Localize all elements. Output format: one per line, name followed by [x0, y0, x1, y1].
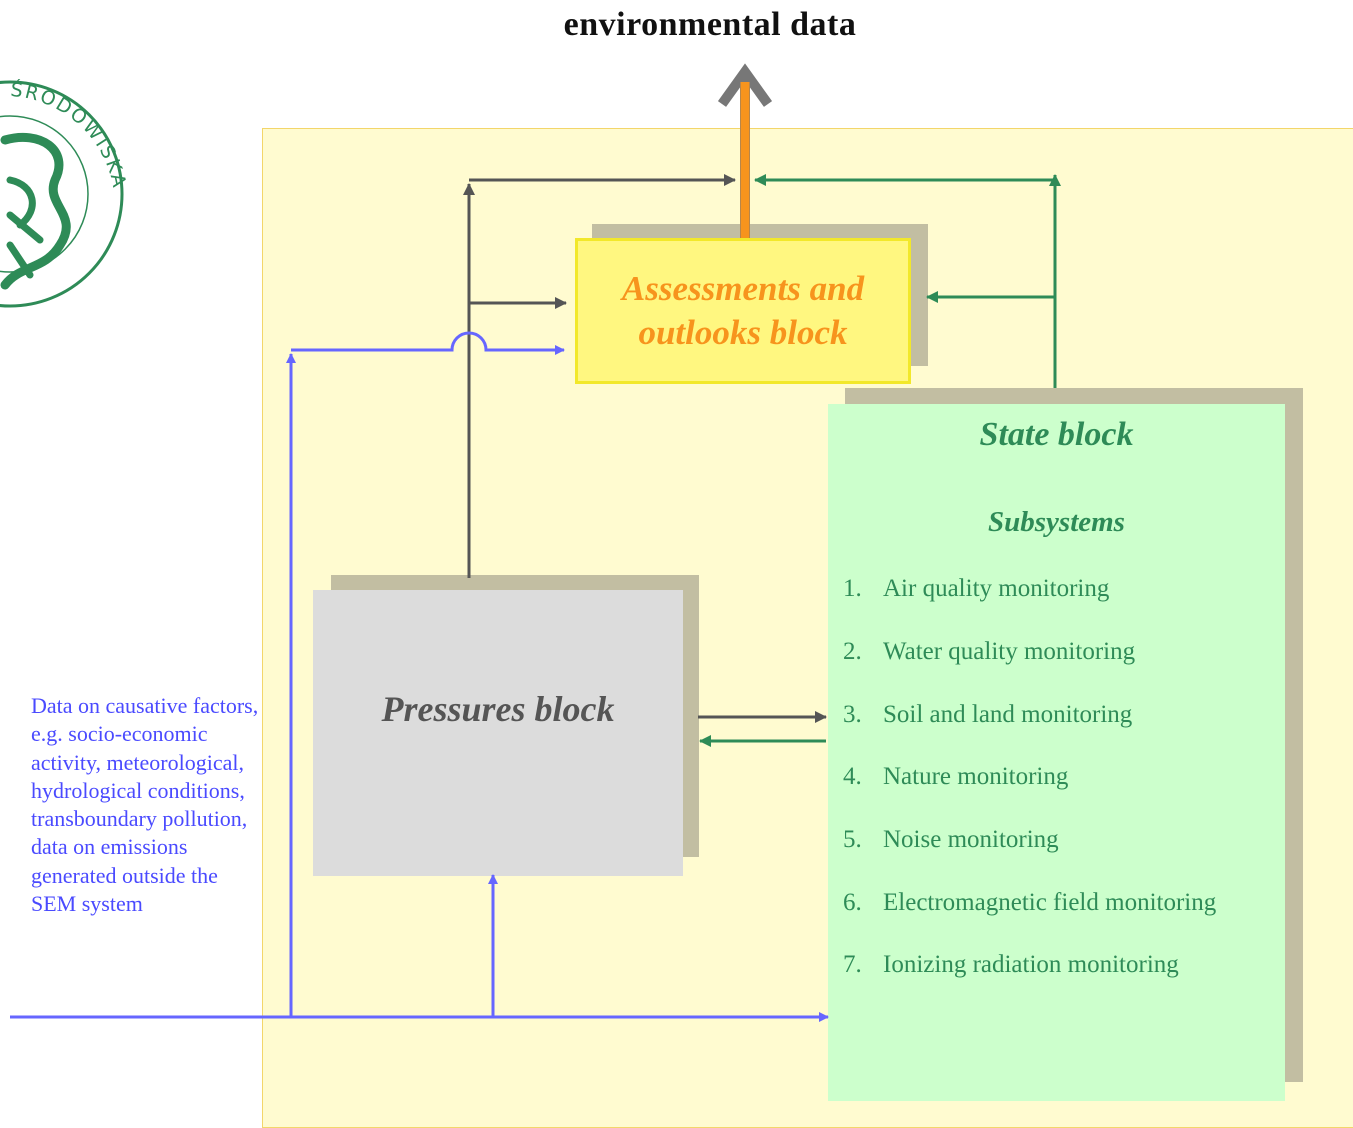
- diagram-title: environmental data: [563, 6, 857, 43]
- subsystem-item: 6.Electromagnetic field monitoring: [843, 889, 1217, 916]
- subsystem-item: 1.Air quality monitoring: [843, 575, 1110, 602]
- pressures-block-label: Pressures block: [381, 689, 615, 729]
- subsystem-item: 3.Soil and land monitoring: [843, 701, 1133, 728]
- subsystem-item: 7.Ionizing radiation monitoring: [843, 951, 1179, 978]
- subsystem-item: 2.Water quality monitoring: [843, 638, 1136, 665]
- assessments-block-label: Assessments and outlooks block: [621, 269, 865, 352]
- pressures-block: [313, 590, 683, 876]
- subsystem-item: 4.Nature monitoring: [843, 763, 1069, 790]
- subsystems-title: Subsystems: [988, 506, 1125, 538]
- assessments-block: Assessments and outlooks block: [575, 238, 911, 384]
- subsystem-item: 5.Noise monitoring: [843, 826, 1059, 853]
- state-block-title: State block: [979, 416, 1134, 453]
- input-description: Data on causative factors, e.g. socio-ec…: [31, 693, 259, 917]
- seal-logo-icon: ŚRODOWISKA: [0, 77, 128, 308]
- state-block: [828, 404, 1285, 1101]
